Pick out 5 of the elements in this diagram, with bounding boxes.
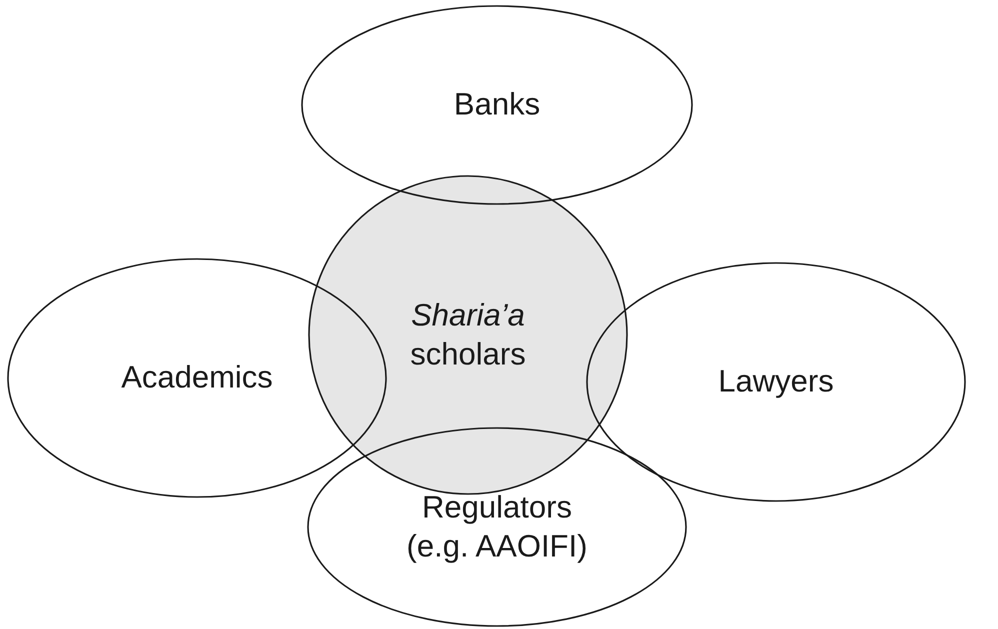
node-label: Academics xyxy=(120,358,274,397)
node-label: Lawyers xyxy=(717,362,835,401)
node-label: Sharia’a scholars xyxy=(409,296,527,373)
node-label: Regulators (e.g. AAOIFI) xyxy=(406,488,588,565)
node-label: Banks xyxy=(452,86,542,124)
